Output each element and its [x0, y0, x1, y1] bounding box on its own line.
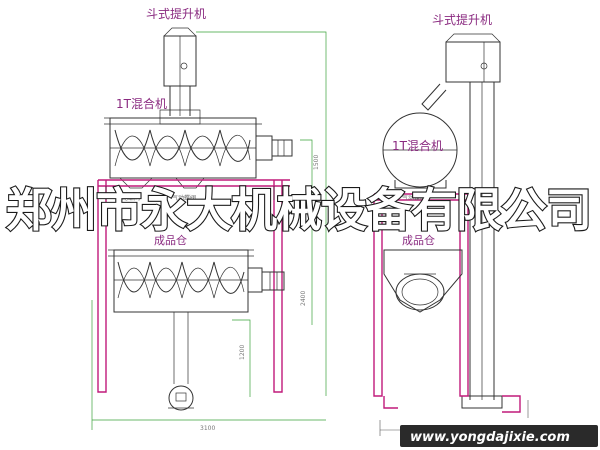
product-bin-front	[108, 249, 285, 411]
label-bin-side: 成品仓	[402, 233, 435, 247]
label-valve-left: 气动蝶阀	[116, 194, 140, 202]
product-bin-side	[383, 249, 463, 313]
label-elevator-side: 斗式提升机	[432, 12, 492, 27]
mixer-side	[382, 112, 458, 189]
dim-front-h2: 2400	[300, 291, 307, 306]
bucket-elevator-front	[163, 27, 197, 116]
label-bin-front: 成品仓	[154, 233, 187, 247]
website-url: www.yongdajixie.com	[410, 430, 570, 445]
dim-front-h1: 1500	[313, 155, 320, 170]
watermark-company-name: 郑州市永大机械设备有限公司	[6, 183, 591, 237]
mixer-front	[104, 109, 293, 189]
url-bar: www.yongdajixie.com	[400, 425, 598, 447]
label-elevator-front: 斗式提升机	[146, 6, 206, 21]
front-view: 斗式提升机 1500 2400 1200 3100 1T混合机	[91, 6, 327, 432]
dim-front-h3: 1200	[239, 345, 246, 360]
label-valve-mid: 气动蝶阀	[172, 194, 196, 202]
dim-front-width: 3100	[200, 425, 215, 432]
label-valve-side: 气动蝶阀	[402, 194, 426, 202]
label-mixer-side: 1T混合机	[392, 138, 443, 153]
bucket-elevator-side	[421, 33, 503, 409]
support-frame-side	[373, 193, 521, 413]
support-frame-front	[97, 179, 290, 393]
label-mixer-front: 1T混合机	[116, 96, 167, 111]
